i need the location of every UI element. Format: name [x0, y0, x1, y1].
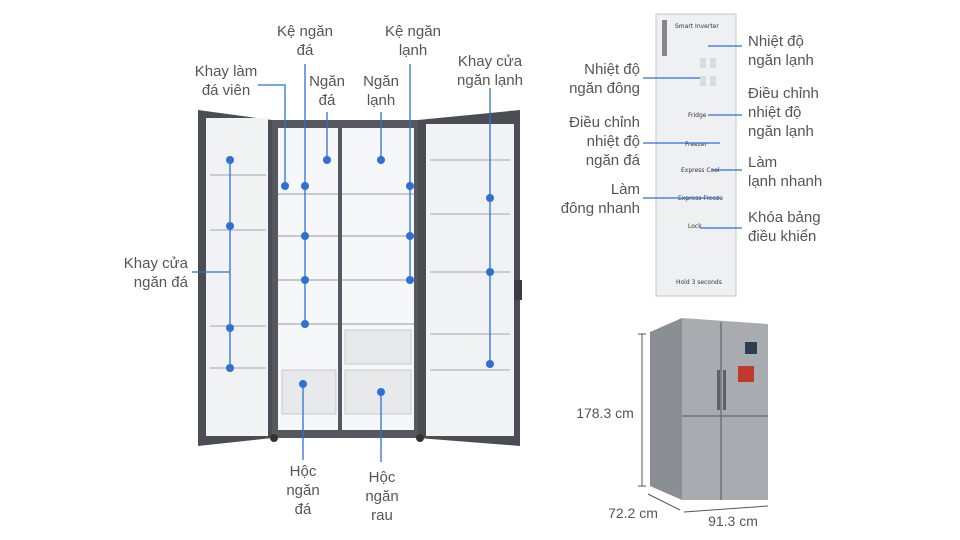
panel-lock-button[interactable]: Lock — [688, 223, 702, 230]
panel-express-cool-button[interactable]: Express Cool — [681, 167, 720, 174]
control-panel — [655, 13, 737, 297]
freezer-drawer — [281, 369, 337, 415]
door-hinge — [514, 280, 522, 300]
exterior-side — [650, 318, 682, 500]
panel-fridge-button[interactable]: Fridge — [688, 112, 707, 119]
fridge-door-liner — [426, 124, 514, 436]
dimension-width: 91.3 cm — [708, 513, 758, 529]
freezer-door-liner — [206, 118, 268, 436]
fridge-shelves — [342, 193, 414, 325]
door-bins — [210, 159, 510, 371]
panel-digits — [700, 58, 716, 86]
panel-brand: Smart Inverter — [675, 23, 719, 30]
panel-hold-text: Hold 3 seconds — [676, 279, 722, 286]
dimension-lines — [638, 333, 769, 513]
panel-barcode — [662, 20, 667, 56]
dimension-depth: 72.2 cm — [608, 505, 658, 521]
leader-lines — [192, 64, 491, 462]
fridge-foot — [416, 434, 424, 442]
sticker — [745, 342, 757, 354]
veg-drawer-top — [344, 329, 412, 365]
marker-dots — [226, 156, 494, 396]
fridge-foot — [270, 434, 278, 442]
panel-freezer-button[interactable]: Freezer — [685, 141, 708, 148]
dimension-height: 178.3 cm — [576, 405, 634, 421]
energy-label — [738, 366, 754, 382]
panel-leader-lines — [643, 45, 742, 229]
